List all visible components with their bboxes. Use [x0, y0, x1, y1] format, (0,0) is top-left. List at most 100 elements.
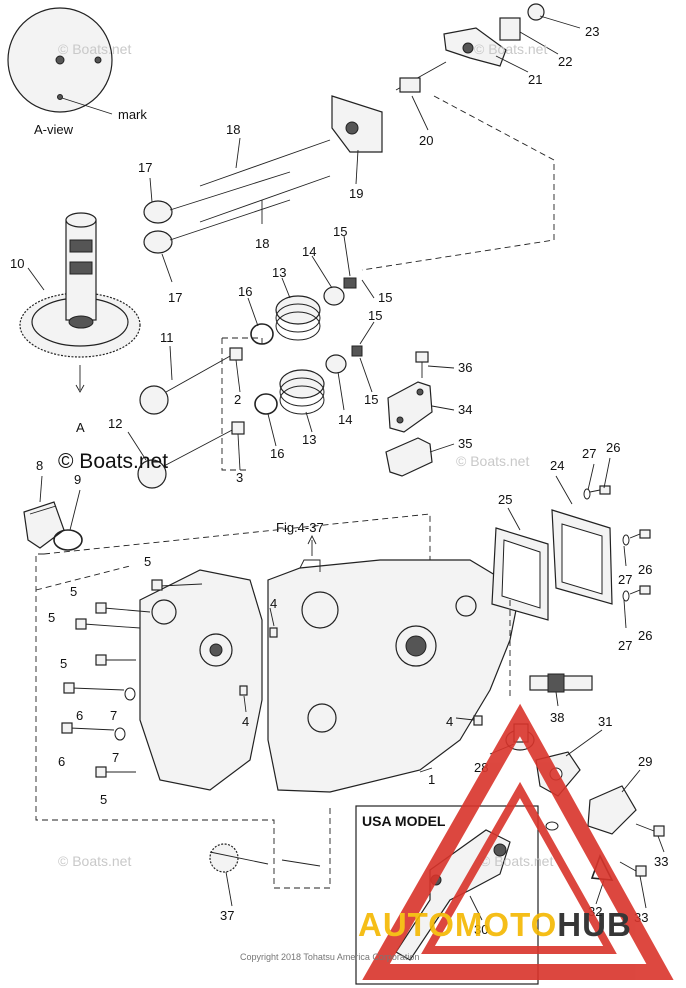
rocker-bracket — [331, 95, 383, 153]
dowel-pin-3 — [473, 715, 483, 726]
arrow-a-label: A — [76, 420, 85, 435]
part-number-26-a: 26 — [606, 440, 620, 455]
part-number-27-c: 27 — [618, 638, 632, 653]
exhaust-cover — [551, 509, 613, 605]
part-number-37: 37 — [220, 908, 234, 923]
part-number-14-lower: 14 — [338, 412, 352, 427]
valve-spring-lower — [279, 369, 325, 415]
part-number-38: 38 — [550, 710, 564, 725]
part-number-4-b: 4 — [242, 714, 249, 729]
valve-spring-upper — [275, 295, 321, 341]
boats-watermark-faint-5: © Boats.net — [480, 853, 553, 869]
camshaft-gear — [19, 212, 141, 393]
part-number-23: 23 — [585, 24, 599, 39]
part-number-20: 20 — [419, 133, 433, 148]
part-number-21: 21 — [528, 72, 542, 87]
part-number-5-a: 5 — [144, 554, 151, 569]
collet-upper — [343, 277, 357, 289]
retainer-lower — [325, 354, 347, 374]
part-number-36: 36 — [458, 360, 472, 375]
cover-bolts-26 — [583, 485, 651, 602]
side-cover — [387, 381, 433, 433]
part-number-15-a: 15 — [333, 224, 347, 239]
part-number-5-e: 5 — [100, 792, 107, 807]
part-number-4-c: 4 — [446, 714, 453, 729]
cover-bolt — [415, 351, 429, 378]
part-number-16-lower: 16 — [270, 446, 284, 461]
part-number-26-c: 26 — [638, 628, 652, 643]
part-number-17-lower: 17 — [168, 290, 182, 305]
crankcase-cover — [139, 569, 263, 791]
boats-watermark-faint-1: © Boats.net — [58, 41, 131, 57]
part-number-4-a: 4 — [270, 596, 277, 611]
part-number-2: 2 — [234, 392, 241, 407]
part-number-16-upper: 16 — [238, 284, 252, 299]
bolts-5-6 — [61, 579, 203, 778]
part-number-24: 24 — [550, 458, 564, 473]
adjuster-screw — [499, 17, 521, 41]
part-number-26-b: 26 — [638, 562, 652, 577]
part-number-13-lower: 13 — [302, 432, 316, 447]
part-number-6-a: 6 — [76, 708, 83, 723]
part-number-7-b: 7 — [112, 750, 119, 765]
part-number-5-c: 5 — [48, 610, 55, 625]
push-rod-upper — [199, 139, 331, 187]
part-number-27-b: 27 — [618, 572, 632, 587]
spark-plug — [529, 673, 593, 693]
mark-label: mark — [118, 107, 147, 122]
cover-bolts-33 — [619, 823, 665, 877]
dowel-pin-2 — [239, 685, 248, 696]
boats-watermark-faint-3: © Boats.net — [456, 453, 529, 469]
automotohub-logo: AUTOMOTOHUB — [358, 703, 674, 980]
part-number-22: 22 — [558, 54, 572, 69]
part-number-8: 8 — [36, 458, 43, 473]
part-number-34: 34 — [458, 402, 472, 417]
part-number-17-upper: 17 — [138, 160, 152, 175]
valve-12 — [137, 427, 237, 489]
part-number-18-upper: 18 — [226, 122, 240, 137]
part-number-13-upper: 13 — [272, 265, 286, 280]
push-rod-lower — [199, 175, 331, 223]
part-number-6-b: 6 — [58, 754, 65, 769]
a-view-gear-face — [7, 7, 113, 115]
oil-filler-cap — [23, 501, 65, 549]
part-number-5-b: 5 — [70, 584, 77, 599]
part-number-5-d: 5 — [60, 656, 67, 671]
part-number-7-a: 7 — [110, 708, 117, 723]
valve-11 — [139, 354, 233, 415]
boats-watermark-faint-2: © Boats.net — [474, 41, 547, 57]
boats-watermark-main: © Boats.net — [58, 450, 168, 473]
part-number-1: 1 — [428, 772, 435, 787]
part-number-15-d: 15 — [364, 392, 378, 407]
o-ring — [53, 529, 83, 551]
part-number-19: 19 — [349, 186, 363, 201]
dowel-pin-1 — [269, 627, 278, 638]
guide-2 — [229, 347, 243, 361]
part-number-11: 11 — [160, 330, 174, 345]
part-number-31: 31 — [598, 714, 612, 729]
collet-lower — [351, 345, 363, 357]
part-number-27-a: 27 — [582, 446, 596, 461]
thermostat-cover — [545, 785, 637, 835]
part-number-12: 12 — [108, 416, 122, 431]
part-number-15-b: 15 — [378, 290, 392, 305]
boats-watermark-faint-4: © Boats.net — [58, 853, 131, 869]
part-number-35: 35 — [458, 436, 472, 451]
oil-pump — [209, 843, 321, 873]
a-view-label: A-view — [34, 122, 74, 137]
adjust-stud — [395, 61, 447, 93]
copyright-text: Copyright 2018 Tohatsu America Corporati… — [240, 952, 419, 962]
part-number-29: 29 — [638, 754, 652, 769]
valve-17-lower — [143, 199, 291, 254]
part-number-15-c: 15 — [368, 308, 382, 323]
part-number-3: 3 — [236, 470, 243, 485]
guide-3 — [231, 421, 245, 435]
part-number-9: 9 — [74, 472, 81, 487]
valve-17-upper — [143, 171, 291, 224]
part-number-33-a: 33 — [654, 854, 668, 869]
side-cover-gasket — [385, 437, 433, 477]
part-number-25: 25 — [498, 492, 512, 507]
usa-model-box — [355, 805, 539, 985]
part-number-30: 30 — [474, 922, 488, 937]
